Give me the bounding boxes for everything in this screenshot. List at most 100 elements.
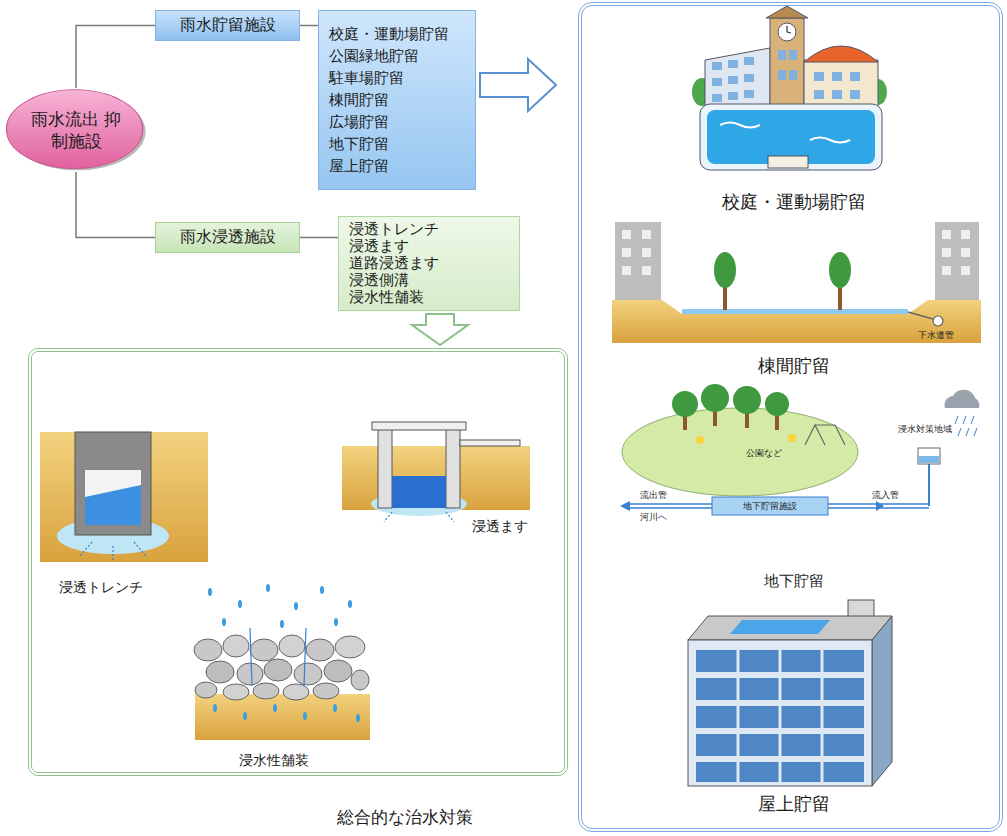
node-label: 雨水貯留施設 [180,15,276,36]
between-buildings-illustration [612,222,981,343]
list-item: 浸透側溝 [349,272,409,289]
pavement-illustration-part [213,704,217,712]
pavement-illustration [194,584,370,740]
school-illustration-part [744,90,754,98]
underground-storage-illustration-part [955,416,958,424]
school-illustration-part [778,50,786,60]
underground-storage-illustration-part [712,497,828,515]
pavement-illustration-part [320,586,324,594]
between-buildings-illustration-part [622,266,631,275]
list-item: 公園緑地貯留 [329,45,419,67]
school-illustration-part [712,62,722,70]
underground-storage-illustration-part [919,456,939,463]
between-buildings-illustration-part [642,248,651,257]
pavement-illustration-part [306,639,334,661]
basin-illustration [342,422,530,522]
underground-storage-illustration-part [966,428,969,436]
illustration-caption: 地下貯留 [764,572,824,591]
trench-illustration-part [134,542,146,556]
school-illustration-part [728,92,738,100]
underground-storage-illustration-part [620,501,630,511]
trench-illustration-part [85,485,141,525]
school-illustration-part [728,60,738,68]
pavement-illustration-part [283,684,309,700]
school-illustration-part [832,90,842,99]
underground-storage-illustration-part [918,448,940,464]
node-label: 雨水浸透施設 [180,227,276,248]
pavement-illustration-part [303,712,307,720]
pavement-illustration-part [238,600,242,608]
school-illustration-part [778,70,786,80]
tree-connector [76,26,155,89]
between-buildings-illustration-part [615,222,661,302]
basin-illustration-part [372,422,466,430]
underground-storage-illustration-part [622,408,858,496]
illustration-panel: 校庭・運動場貯留棟間貯留地下貯留屋上貯留 [578,2,1003,832]
pavement-illustration-part [237,663,263,685]
school-illustration-part [787,32,791,33]
between-buildings-illustration-part [612,300,981,343]
list-item: 浸透トレンチ [349,221,439,238]
pavement-illustration-part [348,600,352,608]
between-buildings-illustration-part [908,312,933,319]
school-illustration-part [850,72,860,81]
tree-connector [300,237,338,239]
pavement-illustration-part [208,588,212,596]
pavement-illustration-part [195,694,370,740]
list-item: 駐車場貯留 [329,67,404,89]
trench-illustration-part [112,546,113,560]
pavement-illustration-part [222,618,226,626]
pavement-illustration-part [250,628,252,686]
pavement-illustration-part [195,682,217,698]
school-illustration-part [712,78,722,86]
underground-storage-illustration-part [974,428,977,436]
rooftop-storage-illustration [688,600,892,786]
school-illustration-part [786,26,787,32]
category-box: 雨水貯留施設 [155,10,300,41]
school-illustration-part [850,90,860,99]
trench-illustration-part [75,432,151,535]
between-buildings-illustration-part [942,266,951,275]
underground-storage-illustration-part [672,391,698,417]
underground-storage-illustration-part [696,436,704,444]
part-label: 浸水対策地域 [898,424,952,435]
illustration-caption: 屋上貯留 [758,792,830,816]
pavement-illustration-part [333,704,337,712]
part-label: 公園など [746,448,782,459]
underground-storage-illustration-part [971,416,974,424]
list-box: 浸透トレンチ浸透ます道路浸透ます浸透側溝浸水性舗装 [338,216,520,311]
list-item: 広場貯留 [329,111,389,133]
between-buildings-illustration-part [961,248,970,257]
between-buildings-illustration-part [933,316,943,326]
pavement-illustration-part [294,663,322,685]
between-buildings-illustration-part [642,230,651,239]
rooftop-storage-illustration-part [688,640,872,786]
list-item: 屋上貯留 [329,155,389,177]
pavement-illustration-part [223,635,249,657]
rooftop-storage-illustration-part [821,650,824,782]
pavement-illustration-part [351,670,369,690]
underground-storage-illustration-part [701,384,729,412]
school-illustration-part [744,57,754,65]
basin-illustration-part [378,428,392,508]
tree-connector [300,25,318,27]
school-illustration [692,6,887,170]
school-illustration-part [810,138,850,143]
list-item: 道路浸透ます [349,255,439,272]
between-buildings-illustration-part [642,266,651,275]
trench-illustration-part [85,470,141,525]
list-item: 棟間貯留 [329,89,389,111]
school-illustration-part [700,104,882,170]
pavement-illustration-part [313,683,339,699]
illustration-panel: 浸透トレンチ浸透ます浸水性舗装 [28,348,568,776]
school-illustration-part [832,72,842,81]
rooftop-storage-illustration-part [737,650,740,782]
illustration-caption: 浸透トレンチ [59,579,143,597]
part-label: 地下貯留施設 [743,501,797,512]
hollow-arrow [480,59,556,111]
school-illustration-part [770,18,804,112]
pavement-illustration-part [253,683,279,699]
pavement-illustration-part [250,639,278,661]
trench-illustration-part [80,542,92,556]
